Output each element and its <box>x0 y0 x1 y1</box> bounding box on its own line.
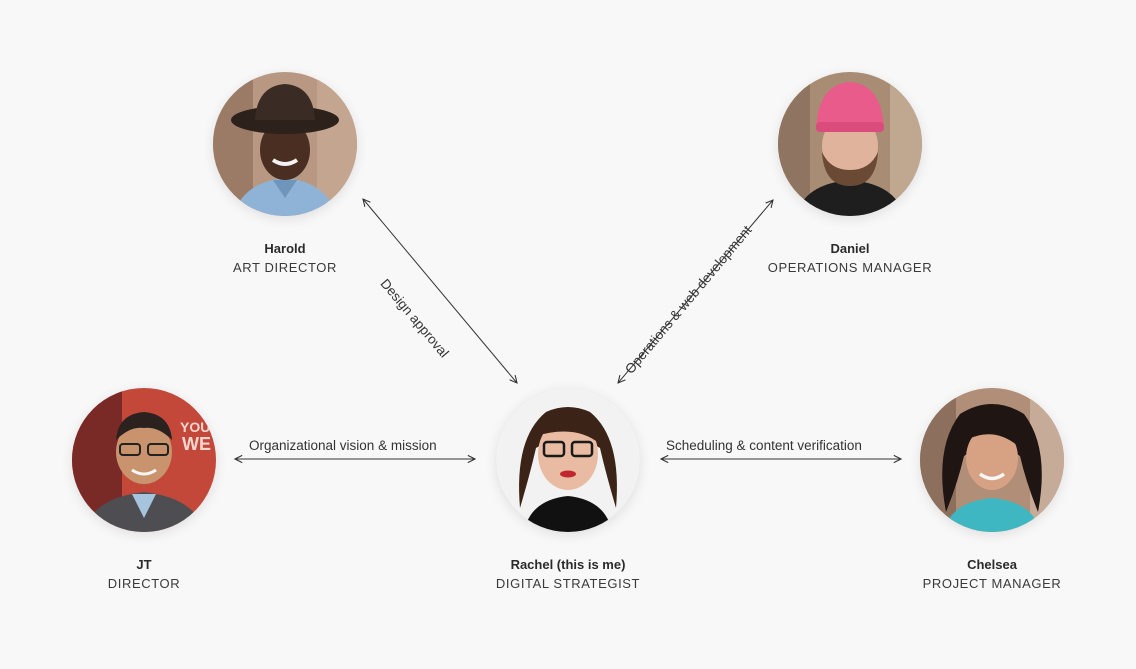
rachel-name: Rachel (this is me) <box>510 557 626 572</box>
chelsea-caption: Chelsea PROJECT MANAGER <box>882 556 1102 594</box>
harold-caption: Harold ART DIRECTOR <box>175 240 395 278</box>
chelsea-name: Chelsea <box>967 557 1017 572</box>
harold-name: Harold <box>264 241 306 256</box>
edge-label-rachel-chelsea: Scheduling & content verification <box>666 438 862 453</box>
svg-text:WE: WE <box>182 434 211 454</box>
chelsea-role: PROJECT MANAGER <box>922 576 1062 591</box>
rachel-portrait-icon <box>496 388 640 532</box>
harold-portrait-icon <box>213 72 357 216</box>
jt-name: JT <box>136 557 152 572</box>
rachel-caption: Rachel (this is me) DIGITAL STRATEGIST <box>458 556 678 594</box>
daniel-name: Daniel <box>830 241 870 256</box>
arrow-harold-rachel <box>363 199 517 383</box>
svg-text:YOU: YOU <box>180 419 210 435</box>
rachel-role: DIGITAL STRATEGIST <box>495 576 641 591</box>
daniel-portrait-icon <box>778 72 922 216</box>
jt-portrait-icon: YOU WE <box>72 388 216 532</box>
chelsea-portrait-icon <box>920 388 1064 532</box>
daniel-caption: Daniel OPERATIONS MANAGER <box>740 240 960 278</box>
daniel-role: OPERATIONS MANAGER <box>767 260 933 275</box>
arrow-daniel-rachel <box>618 200 773 383</box>
harold-role: ART DIRECTOR <box>233 260 337 275</box>
jt-caption: JT DIRECTOR <box>34 556 254 594</box>
edge-label-jt-rachel: Organizational vision & mission <box>249 438 437 453</box>
jt-role: DIRECTOR <box>107 576 181 591</box>
